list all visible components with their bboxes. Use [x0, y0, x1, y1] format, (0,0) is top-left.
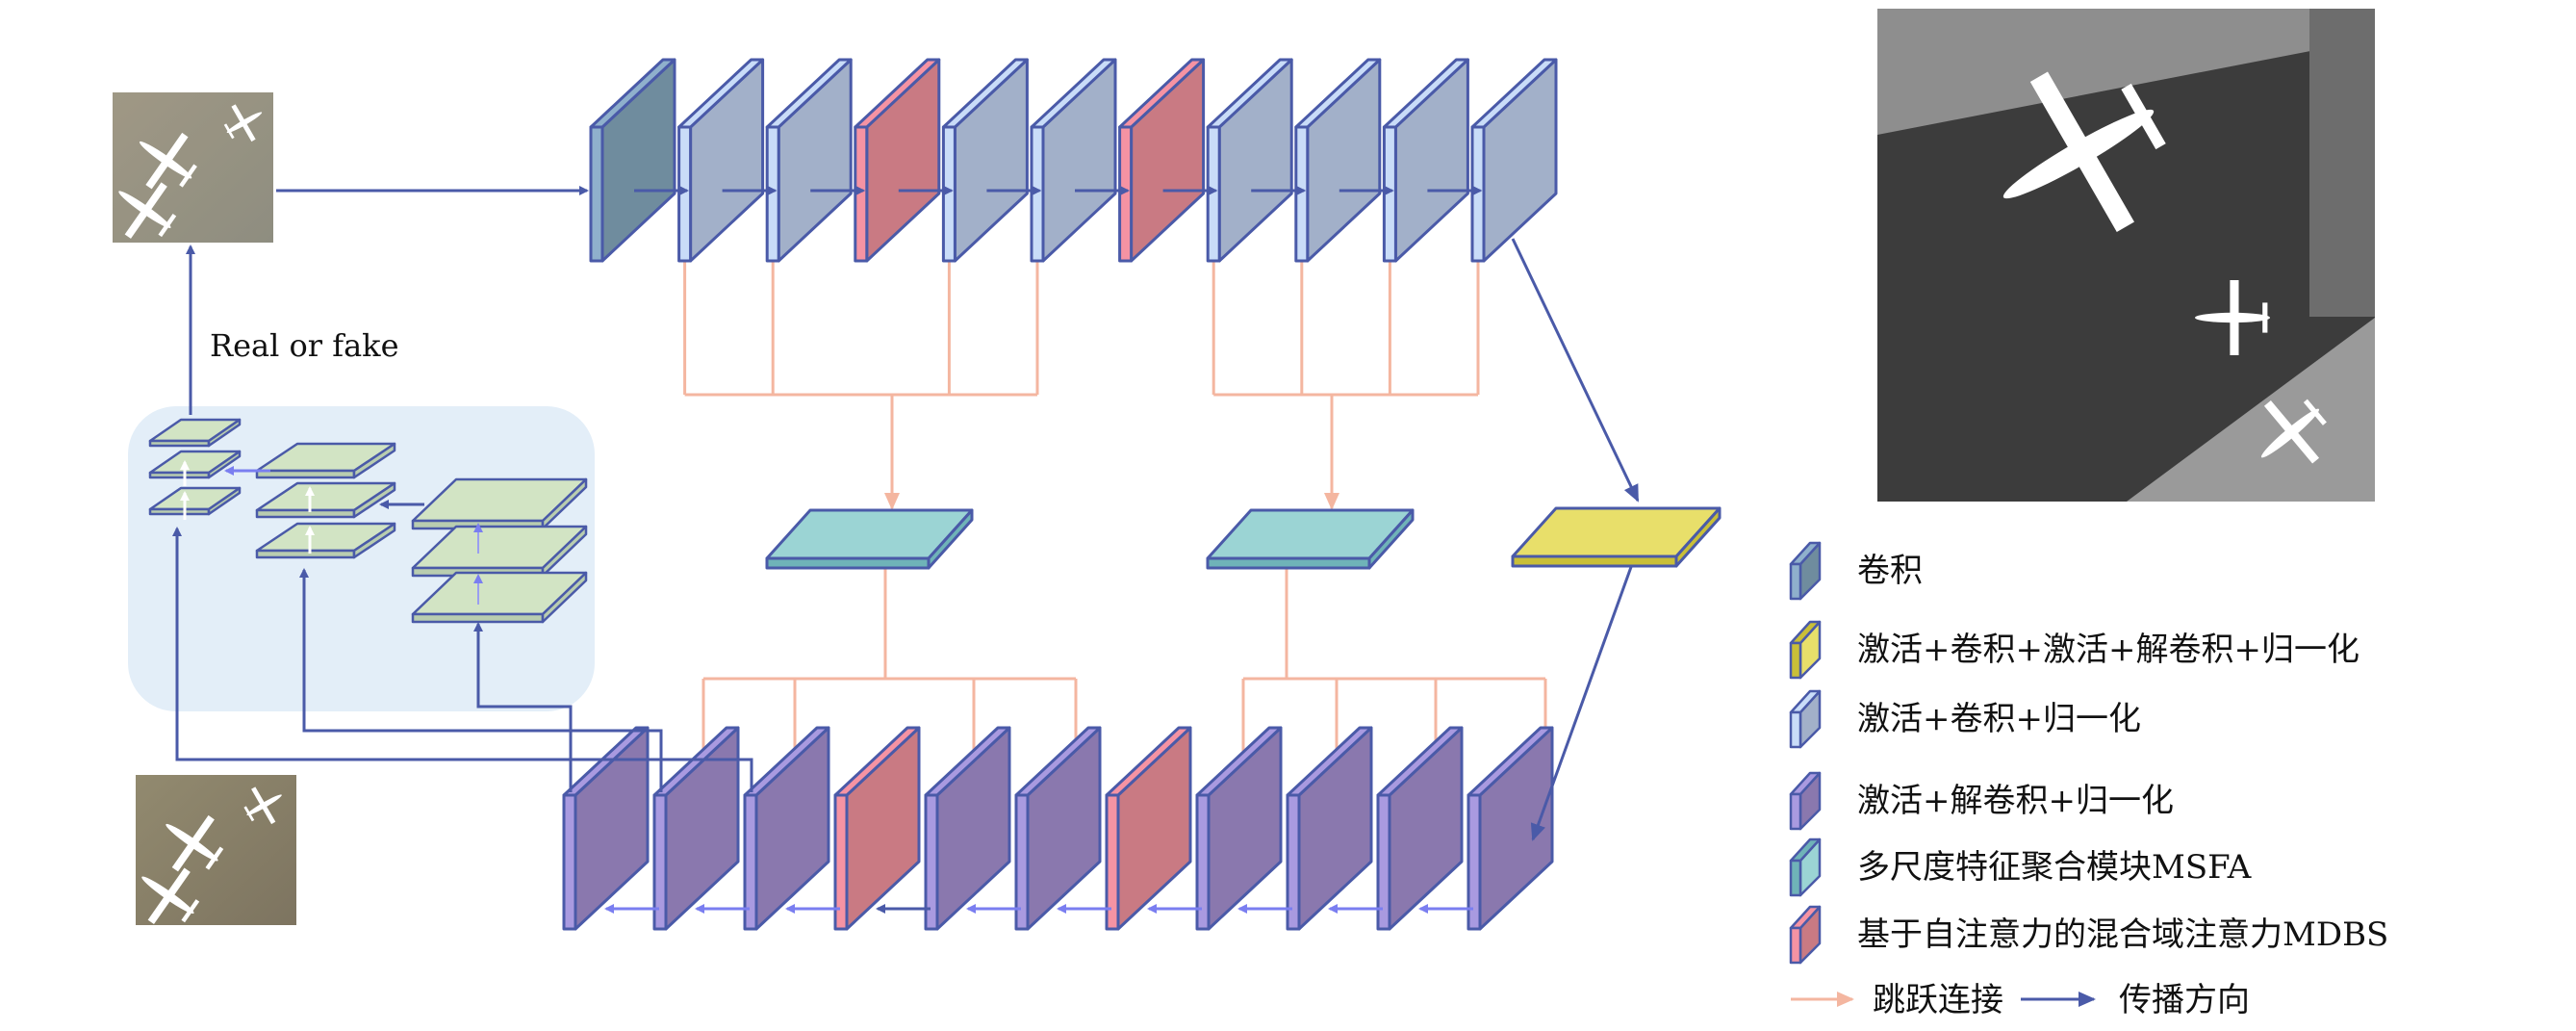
airplane: [2260, 399, 2327, 464]
decoder-block-act-deconv-norm: [743, 726, 830, 931]
pyramid-level-small: [148, 418, 242, 448]
decoder-block-act-deconv-norm: [924, 726, 1011, 931]
decoder: [562, 726, 1554, 931]
legend-label: 激活+卷积+激活+解卷积+归一化: [1857, 631, 2359, 669]
msfa-module-2: [1206, 508, 1415, 570]
legend-item-msfa: 多尺度特征聚合模块MSFA: [1789, 838, 2252, 897]
legend-swatch-icon: [1789, 689, 1822, 749]
legend-label: 多尺度特征聚合模块MSFA: [1857, 848, 2252, 887]
legend-item-act-conv-norm: 激活+卷积+归一化: [1789, 689, 2141, 749]
legend-label: 传播方向: [2119, 981, 2250, 1019]
legend-item-act-deconv-norm: 激活+解卷积+归一化: [1789, 771, 2174, 831]
legend: 卷积激活+卷积+激活+解卷积+归一化激活+卷积+归一化激活+解卷积+归一化多尺度…: [1789, 541, 2388, 1019]
input-image-generated: [113, 92, 273, 243]
legend-label: 基于自注意力的混合域注意力MDBS: [1857, 915, 2388, 954]
airplane: [2195, 280, 2270, 355]
pyramid-level-medium: [255, 481, 396, 519]
decoder-block-act-deconv-norm: [1467, 726, 1554, 931]
airplane: [141, 867, 200, 924]
decoder-block-mdbs: [833, 726, 921, 931]
legend-swatch-icon: [1789, 905, 1822, 965]
airplane: [166, 814, 224, 872]
legend-skip-connection: 跳跃连接: [1791, 981, 2003, 1019]
legend-swatch-icon: [1789, 838, 1822, 897]
decoder-block-act-deconv-norm: [562, 726, 650, 931]
encoder-block-act-conv-norm: [1470, 58, 1558, 263]
legend-swatch-icon: [1789, 541, 1822, 601]
pyramid-level-small: [148, 450, 242, 479]
yellow-module: [1511, 506, 1722, 568]
airplane: [243, 786, 282, 825]
legend-swatch-icon: [1789, 771, 1822, 831]
legend-label: 卷积: [1857, 552, 1923, 590]
decoder-block-act-deconv-norm: [652, 726, 740, 931]
encoder: [589, 58, 1558, 263]
real-or-fake-label: Real or fake: [210, 327, 399, 364]
airplane: [139, 132, 197, 190]
pyramid-level-small: [148, 486, 242, 516]
pyramid-level-medium: [255, 522, 396, 559]
decoder-block-act-deconv-norm: [1286, 726, 1373, 931]
pyramid-level-large: [411, 571, 588, 624]
propagation-arrows: [172, 186, 1640, 914]
encoder-block-conv: [589, 58, 676, 263]
legend-label: 激活+卷积+归一化: [1857, 700, 2141, 738]
legend-label: 跳跃连接: [1873, 981, 2003, 1019]
legend-item-conv: 卷积: [1789, 541, 1923, 601]
encoder-block-act-conv-norm: [677, 58, 765, 263]
input-image-real: [136, 775, 296, 925]
encoder-block-act-conv-norm: [1382, 58, 1469, 263]
legend-item-mdbs: 基于自注意力的混合域注意力MDBS: [1789, 905, 2388, 965]
legend-propagation: 传播方向: [2021, 981, 2250, 1019]
airplane: [2002, 71, 2166, 232]
encoder-block-mdbs: [1118, 58, 1206, 263]
decoder-block-act-deconv-norm: [1195, 726, 1283, 931]
airplane: [118, 182, 177, 239]
encoder-block-act-conv-norm: [941, 58, 1029, 263]
decoder-block-act-deconv-norm: [1376, 726, 1464, 931]
airplane: [223, 104, 263, 142]
pyramid-level-medium: [255, 442, 396, 479]
msfa-module-1: [765, 508, 974, 570]
encoder-block-act-conv-norm: [1206, 58, 1293, 263]
encoder-block-act-conv-norm: [765, 58, 853, 263]
decoder-block-mdbs: [1105, 726, 1192, 931]
decoder-block-act-deconv-norm: [1014, 726, 1102, 931]
encoder-block-act-conv-norm: [1294, 58, 1382, 263]
legend-swatch-icon: [1789, 620, 1822, 680]
discriminator-pyramid: [148, 418, 588, 624]
encoder-block-act-conv-norm: [1030, 58, 1117, 263]
legend-item-yellow: 激活+卷积+激活+解卷积+归一化: [1789, 620, 2359, 680]
legend-label: 激活+解卷积+归一化: [1857, 782, 2174, 820]
encoder-block-mdbs: [854, 58, 941, 263]
output-image: [1877, 9, 2375, 502]
